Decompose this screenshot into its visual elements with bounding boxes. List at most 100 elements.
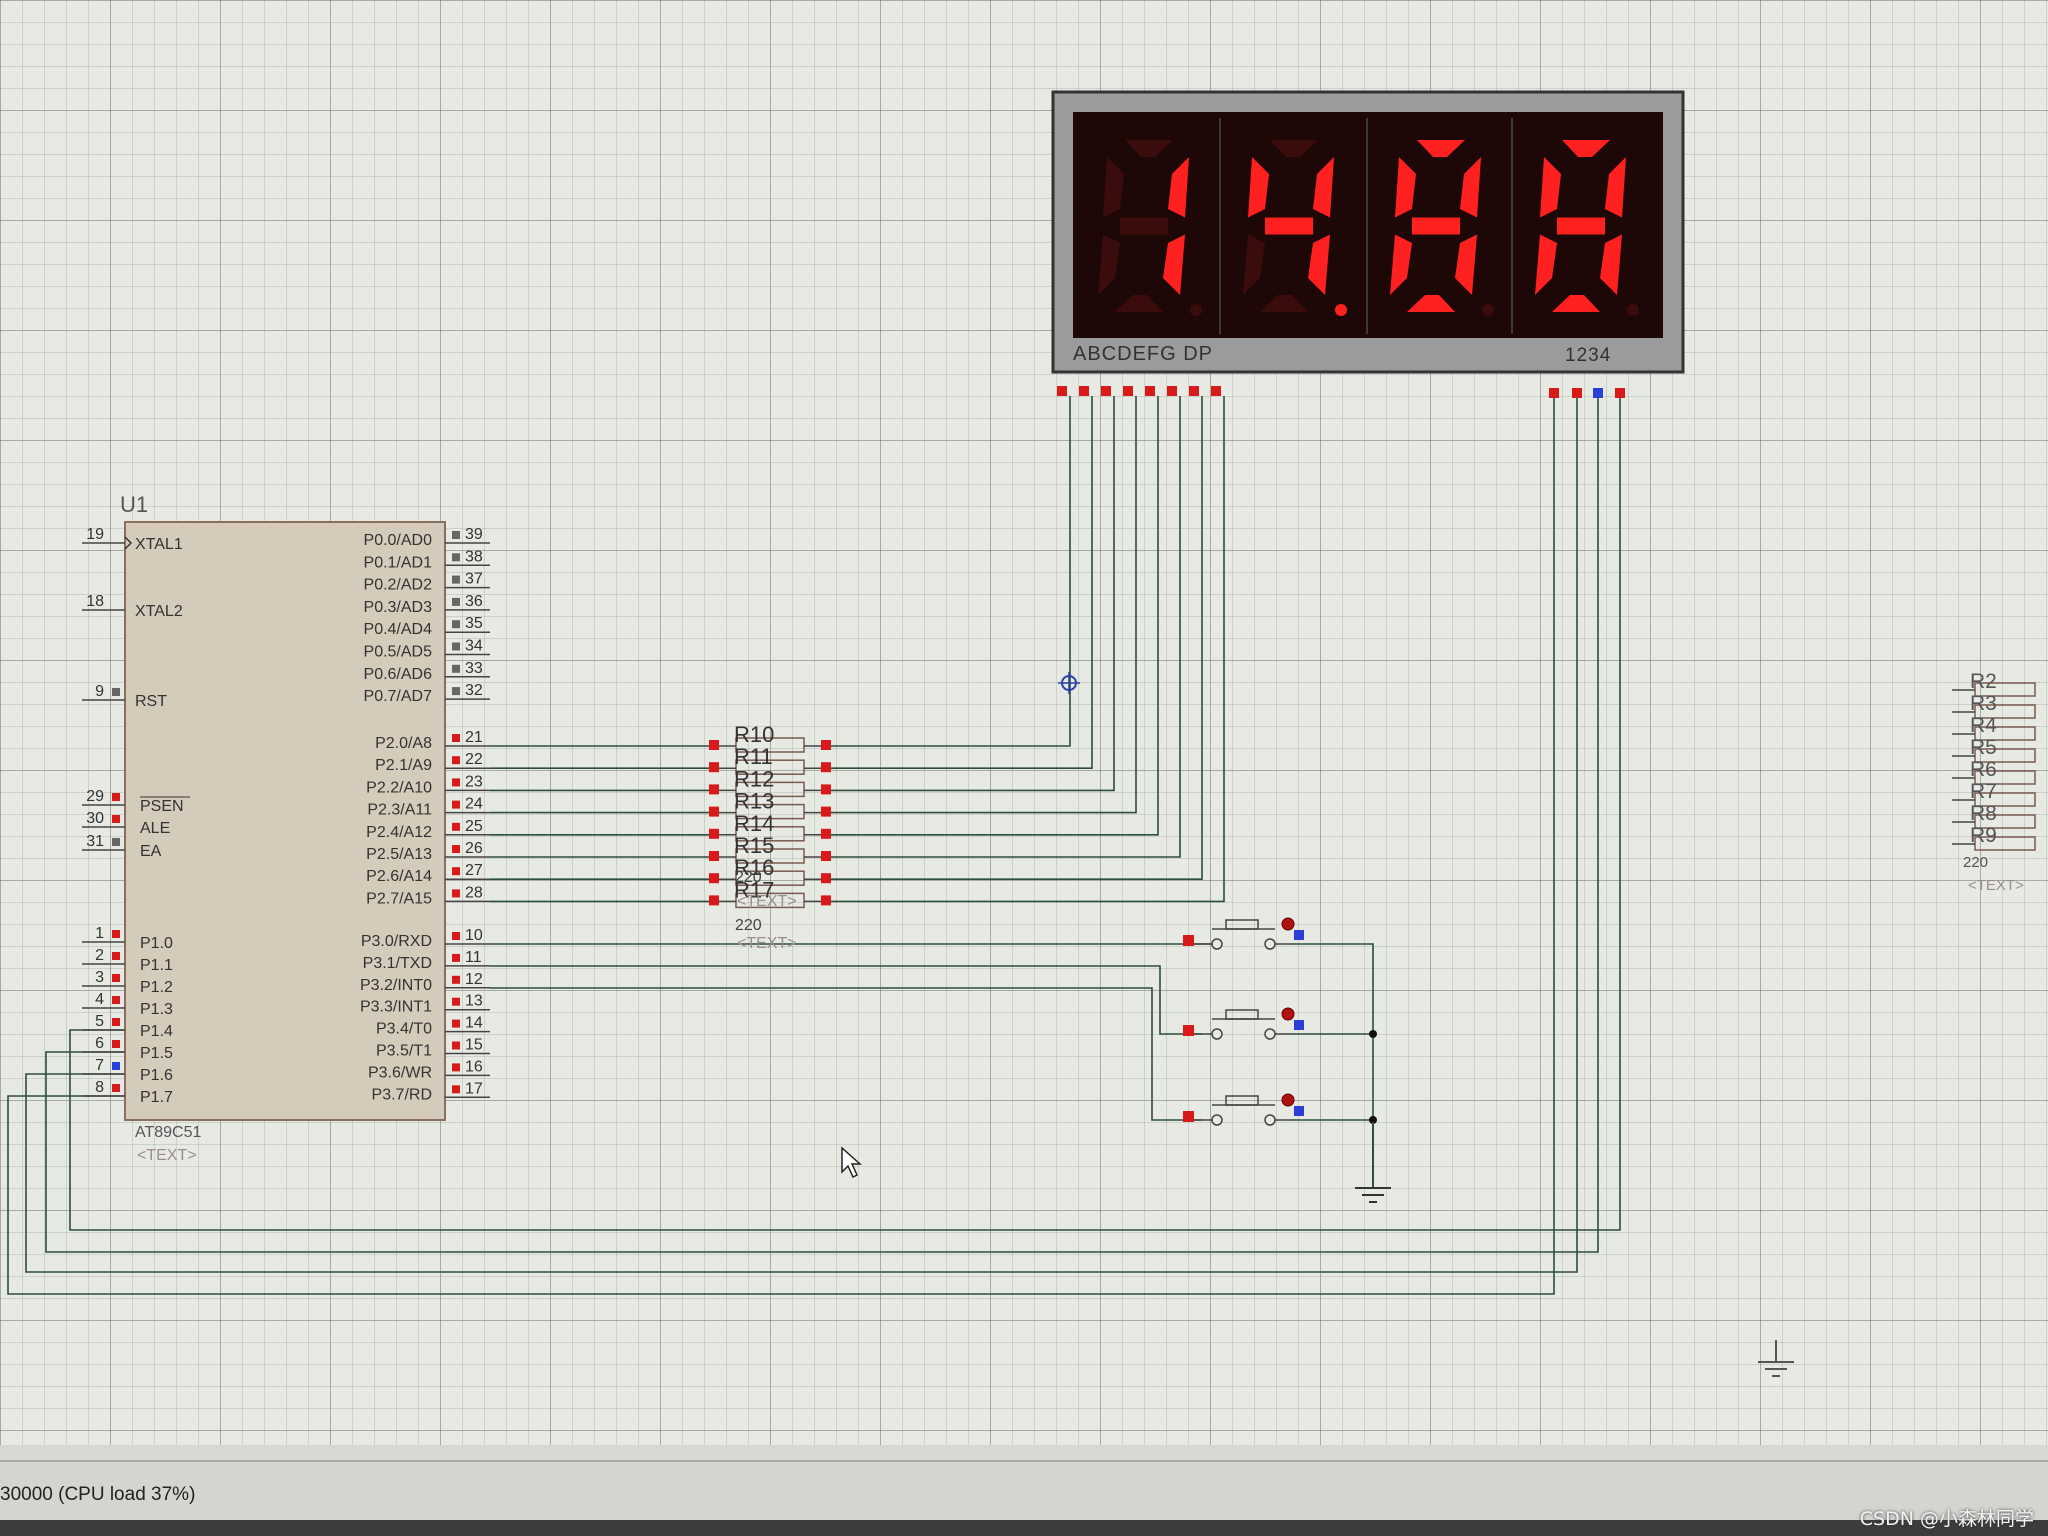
u1-pin-number: 13 xyxy=(465,993,483,1010)
segment-d xyxy=(1115,295,1163,312)
u1-body[interactable] xyxy=(124,521,446,1121)
segment-g xyxy=(1557,217,1605,235)
resistor-value: 220 xyxy=(1963,854,1988,871)
u1-pin-state xyxy=(452,1041,460,1050)
resistor-label: R15 xyxy=(734,833,774,858)
taskbar-strip xyxy=(0,1520,2048,1536)
wire-resistor-to-segment xyxy=(826,396,1203,881)
u1-pin-name: P3.7/RD xyxy=(372,1086,432,1103)
u1-pin-state xyxy=(112,974,120,982)
segment-e xyxy=(1535,234,1557,295)
u1-pin-name: EA xyxy=(140,843,162,860)
u1-pin-name: P0.7/AD7 xyxy=(364,688,433,705)
wire-p34-button xyxy=(490,987,1202,1121)
u1-pin-state xyxy=(452,975,460,984)
u1-pin-number: 22 xyxy=(465,751,483,768)
u1-pin-number: 6 xyxy=(95,1035,104,1052)
u1-pin-number: 19 xyxy=(86,526,104,543)
wire-gnd xyxy=(1290,943,1374,1122)
resistor-pin xyxy=(821,895,831,906)
u1-microcontroller[interactable]: U1 19XTAL118XTAL29RST29PSEN30ALE31EA1P1.… xyxy=(82,492,490,1164)
u1-pin-name: P2.4/A12 xyxy=(366,824,432,841)
segment-d xyxy=(1552,295,1600,312)
segment-dp xyxy=(1627,304,1639,316)
u1-pin-name: P0.4/AD4 xyxy=(364,621,433,638)
u1-pin-number: 15 xyxy=(465,1037,483,1054)
u1-pin-name: P2.2/A10 xyxy=(366,779,432,796)
push-buttons[interactable] xyxy=(1183,917,1304,1126)
segment-dp xyxy=(1190,304,1202,316)
u1-pin-name: P1.5 xyxy=(140,1045,173,1062)
segment-c xyxy=(1308,234,1330,295)
resistor-label: R17 xyxy=(734,877,774,902)
u1-pin-state xyxy=(452,997,460,1006)
u1-pin-state xyxy=(112,1062,120,1070)
u1-pin-number: 25 xyxy=(465,818,483,835)
schematic-drawing[interactable]: U1 19XTAL118XTAL29RST29PSEN30ALE31EA1P1.… xyxy=(0,0,2048,1445)
button-contact xyxy=(1264,1028,1276,1040)
display-pins xyxy=(1057,386,1625,398)
display-pin xyxy=(1593,388,1603,398)
u1-pin-name: P2.6/A14 xyxy=(366,868,432,885)
resistor-label: R9 xyxy=(1970,824,1997,847)
display-pin xyxy=(1549,388,1559,398)
u1-pin-number: 33 xyxy=(465,660,483,677)
resistor-pin xyxy=(821,762,831,773)
resistor-label: R8 xyxy=(1970,802,1997,825)
resistor-pin xyxy=(821,828,831,839)
resistor-bank-value: 220 xyxy=(735,917,762,934)
u1-pin-number: 36 xyxy=(465,593,483,610)
crosshair-icon[interactable] xyxy=(1058,672,1080,694)
segment-a xyxy=(1125,140,1173,157)
u1-pin-number: 18 xyxy=(86,593,104,610)
u1-pin-name: XTAL1 xyxy=(135,536,183,553)
seven-segment-display[interactable]: ABCDEFG DP 1234 xyxy=(1051,90,1685,398)
segment-a xyxy=(1417,140,1465,157)
u1-pin-state xyxy=(112,815,120,823)
display-pin xyxy=(1145,386,1155,396)
wire-resistor-to-segment xyxy=(826,396,1181,858)
u1-pin-number: 2 xyxy=(95,947,104,964)
button-pin xyxy=(1183,935,1194,946)
u1-pin-name: P1.3 xyxy=(140,1001,173,1018)
segment-f xyxy=(1248,157,1270,218)
wire-p1-to-digit xyxy=(25,398,1578,1273)
u1-pin-state xyxy=(112,930,120,938)
segment-e xyxy=(1098,234,1120,295)
button-contact xyxy=(1211,1028,1223,1040)
push-button[interactable] xyxy=(1183,1007,1304,1040)
push-button[interactable] xyxy=(1183,917,1304,950)
segment-b xyxy=(1460,157,1482,218)
resistor-pin xyxy=(709,873,719,884)
u1-pin-state xyxy=(452,553,460,562)
resistor-value: 220 xyxy=(735,869,762,886)
u1-pin-state xyxy=(452,575,460,584)
resistor-pin xyxy=(709,806,719,817)
button-cap xyxy=(1225,1095,1259,1106)
u1-pin-number: 26 xyxy=(465,840,483,857)
u1-pin-state xyxy=(452,642,460,651)
u1-text-placeholder: <TEXT> xyxy=(137,1147,197,1164)
u1-pin-number: 24 xyxy=(465,796,483,813)
u1-pin-number: 35 xyxy=(465,615,483,632)
segment-d xyxy=(1260,295,1308,312)
resistor-body xyxy=(735,892,805,909)
display-segment-labels: ABCDEFG DP xyxy=(1073,343,1213,365)
resistor-body xyxy=(735,848,805,864)
display-pin xyxy=(1123,386,1133,396)
segment-c xyxy=(1455,234,1477,295)
u1-pin-name: P0.2/AD2 xyxy=(364,577,433,594)
button-contact xyxy=(1264,1114,1276,1126)
wire-resistor-to-segment xyxy=(826,396,1093,770)
u1-pin-number: 32 xyxy=(465,682,483,699)
display-pin xyxy=(1167,386,1177,396)
segment-b xyxy=(1168,157,1190,218)
push-button[interactable] xyxy=(1183,1093,1304,1126)
u1-pin-state xyxy=(452,889,460,898)
wire-resistor-to-segment xyxy=(826,396,1159,836)
u1-pin-number: 28 xyxy=(465,884,483,901)
resistor-pin xyxy=(821,806,831,817)
schematic-canvas[interactable] xyxy=(0,0,2048,1445)
